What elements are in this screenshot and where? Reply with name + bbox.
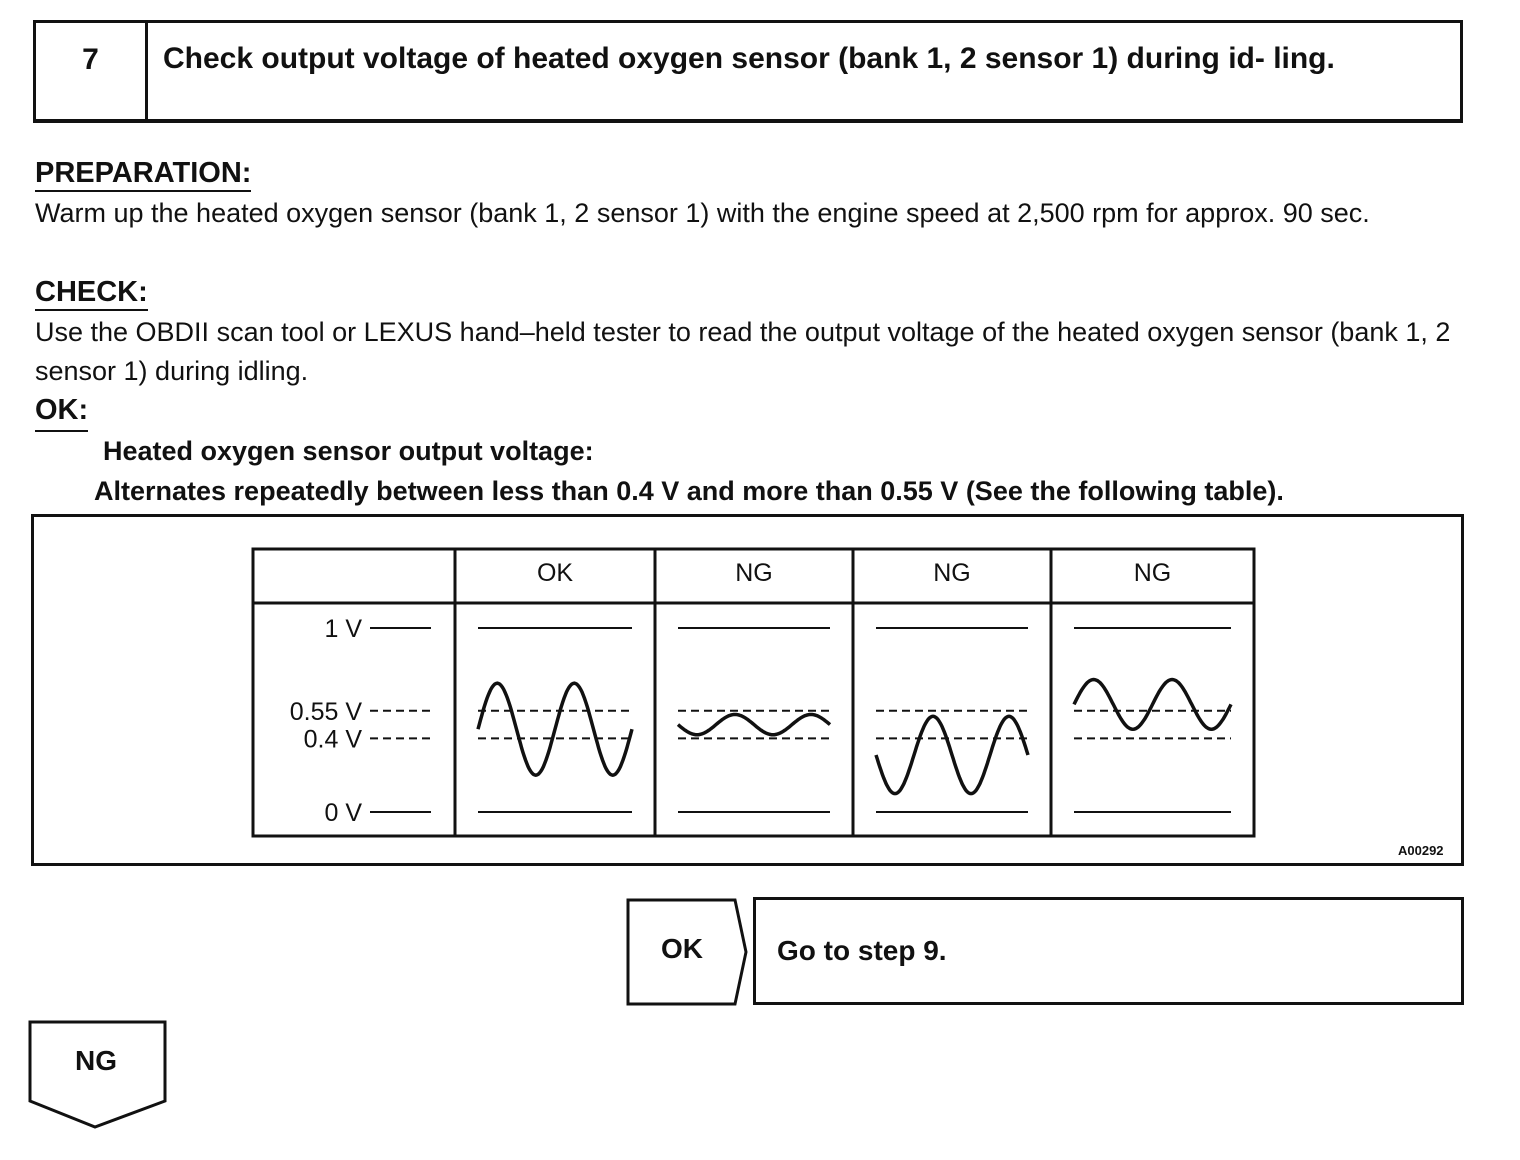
voltage-level-label: 0.55 V	[290, 698, 363, 726]
ng-result-label: NG	[75, 1045, 117, 1076]
ok-result-text: Go to step 9.	[777, 935, 947, 966]
waveform-2	[676, 712, 832, 737]
ok-result-box	[753, 897, 1464, 1005]
waveform-1	[476, 681, 634, 777]
column-header: NG	[735, 559, 773, 587]
column-header: NG	[1134, 559, 1172, 587]
preparation-heading: PREPARATION:	[35, 157, 252, 192]
table-border	[251, 547, 1256, 838]
voltage-level-label: 0 V	[324, 799, 362, 827]
preparation-text: Warm up the heated oxygen sensor (bank 1…	[35, 198, 1370, 228]
step-number: 7	[36, 23, 148, 119]
ok-result-label: OK	[661, 933, 703, 964]
column-header: OK	[537, 559, 573, 587]
column-header: NG	[933, 559, 971, 587]
waveform-4	[1072, 677, 1233, 731]
waveform-3	[874, 714, 1030, 796]
check-heading: CHECK:	[35, 276, 148, 311]
step-header: 7 Check output voltage of heated oxygen …	[33, 20, 1463, 123]
figure-code: A00292	[1398, 843, 1444, 858]
ok-spec-value: Alternates repeatedly between less than …	[94, 476, 1284, 506]
step-title: Check output voltage of heated oxygen se…	[163, 42, 1335, 75]
voltage-level-label: 0.4 V	[304, 725, 363, 753]
check-text: Use the OBDII scan tool or LEXUS hand–he…	[35, 317, 1451, 386]
ok-arrow-tab	[626, 898, 748, 1006]
voltage-level-label: 1 V	[324, 615, 362, 643]
ok-spec-label: Heated oxygen sensor output voltage:	[103, 436, 594, 466]
ok-heading: OK:	[35, 394, 89, 432]
figure-frame	[31, 514, 1464, 866]
ng-arrow-tab	[28, 1020, 167, 1129]
